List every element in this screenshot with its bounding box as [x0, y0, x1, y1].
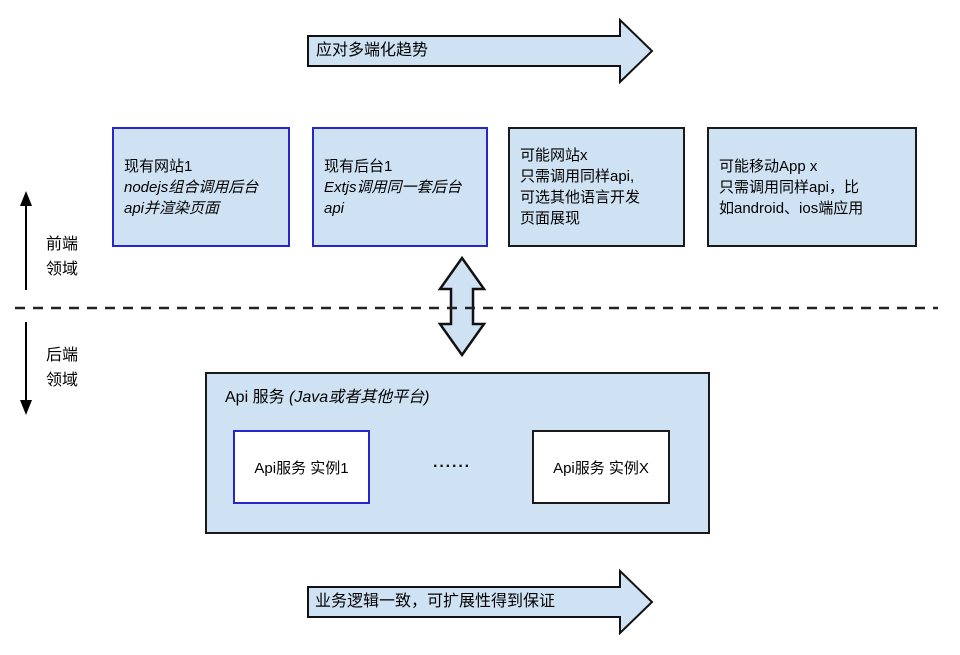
box-existing-website: 现有网站1 nodejs组合调用后台 api并渲染页面 [112, 127, 290, 247]
backend-axis-arrow [20, 322, 32, 415]
api-instance-label: Api服务 实例1 [254, 459, 349, 477]
box-description: Extjs调用同一套后台 api [324, 178, 462, 217]
api-instance-x-box: Api服务 实例X [532, 430, 670, 504]
box-description: nodejs组合调用后台 api并渲染页面 [124, 178, 259, 217]
box-description: 只需调用同样api，比 如android、ios端应用 [719, 178, 864, 217]
frontend-domain-label: 前端 领域 [46, 236, 79, 278]
backend-domain-label: 后端 领域 [46, 347, 79, 389]
bottom-arrow-label: 业务逻辑一致，可扩展性得到保证 [315, 593, 556, 610]
box-possible-website: 可能网站x 只需调用同样api, 可选其他语言开发 页面展现 [508, 127, 685, 247]
box-title: 现有后台1 [324, 157, 393, 175]
box-description: 只需调用同样api, 可选其他语言开发 页面展现 [520, 168, 641, 227]
double-vertical-arrow-shape [437, 255, 487, 358]
api-instance-label: Api服务 实例X [553, 459, 649, 477]
frontend-axis-arrow [20, 191, 32, 290]
api-service-title-note: (Java或者其他平台) [289, 389, 430, 406]
top-arrow-label: 应对多端化趋势 [316, 42, 429, 59]
box-existing-backend: 现有后台1 Extjs调用同一套后台 api [312, 127, 488, 247]
api-service-title: Api 服务 (Java或者其他平台) [225, 388, 430, 408]
api-service-title-text: Api 服务 [225, 389, 285, 406]
box-title: 现有网站1 [124, 157, 193, 175]
box-title: 可能网站x [520, 147, 588, 164]
api-service-box: Api 服务 (Java或者其他平台) Api服务 实例1 ······ Api… [205, 372, 710, 534]
box-possible-mobile-app: 可能移动App x 只需调用同样api，比 如android、ios端应用 [707, 127, 917, 247]
api-instance-1-box: Api服务 实例1 [233, 430, 370, 504]
instances-ellipsis: ······ [433, 458, 471, 475]
box-title: 可能移动App x [719, 157, 818, 175]
